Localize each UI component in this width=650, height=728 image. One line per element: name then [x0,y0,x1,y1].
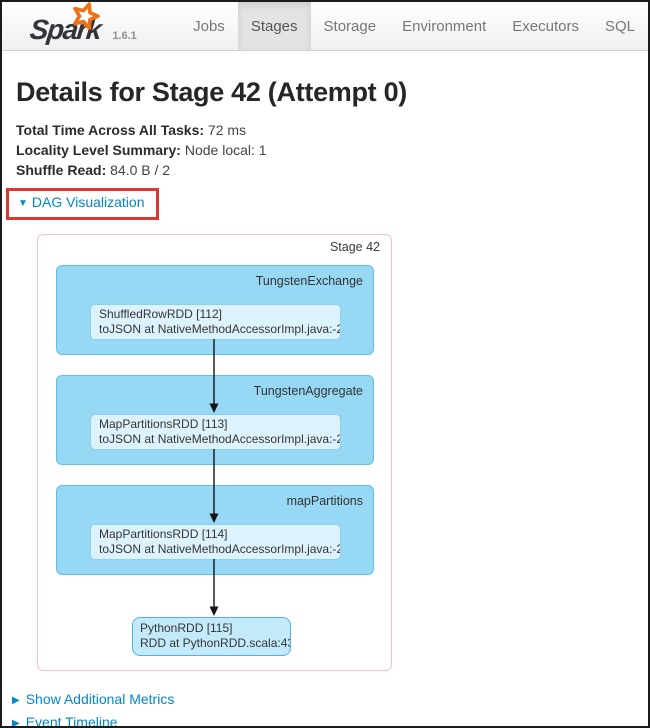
spark-version: 1.6.1 [112,30,137,42]
rdd-node-pythonrdd-115[interactable]: PythonRDD [115] RDD at PythonRDD.scala:4… [132,617,291,656]
tab-storage[interactable]: Storage [323,17,377,35]
rdd-node-mappartitionsrdd-114[interactable]: MapPartitionsRDD [114] toJSON at NativeM… [90,524,341,560]
dag-cluster-tungsten-aggregate: TungstenAggregate MapPartitionsRDD [113]… [56,375,374,465]
stage-summary: Total Time Across All Tasks: 72 ms Local… [16,120,648,180]
dag-visualization: Stage 42 TungstenExchange ShuffledRowRDD… [37,234,392,671]
caret-down-icon: ▼ [18,198,28,209]
rdd-callsite: toJSON at NativeMethodAccessorImpl.java:… [99,322,341,336]
rdd-title: PythonRDD [115] [140,621,233,635]
summary-label: Total Time Across All Tasks: [16,122,205,138]
rdd-callsite: RDD at PythonRDD.scala:43 [140,636,291,650]
page-title: Details for Stage 42 (Attempt 0) [16,77,407,107]
nav-tabs: Jobs Stages Storage Environment Executor… [180,2,648,50]
rdd-title: MapPartitionsRDD [114] [99,527,228,541]
rdd-node-shuffledrowrdd-112[interactable]: ShuffledRowRDD [112] toJSON at NativeMet… [90,304,341,340]
show-additional-metrics-link[interactable]: ▶ Show Additional Metrics [12,689,648,712]
rdd-node-mappartitionsrdd-113[interactable]: MapPartitionsRDD [113] toJSON at NativeM… [90,414,341,450]
dag-visualization-toggle[interactable]: ▼DAG Visualization [18,194,144,210]
tab-stages[interactable]: Stages [237,2,311,50]
summary-value: 84.0 B / 2 [110,162,171,178]
summary-total-time: Total Time Across All Tasks: 72 ms [16,120,648,140]
summary-label: Shuffle Read: [16,162,107,178]
tab-sql[interactable]: SQL [604,17,635,35]
dag-visualization-toggle-label: DAG Visualization [31,194,145,210]
dag-cluster-mappartitions: mapPartitions MapPartitionsRDD [114] toJ… [56,485,374,575]
show-additional-metrics-label: Show Additional Metrics [25,691,175,707]
page-content: Details for Stage 42 (Attempt 0) Total T… [2,77,648,728]
tab-executors[interactable]: Executors [512,17,579,35]
summary-value: Node local: 1 [184,142,267,158]
spark-logo[interactable]: Spark 1.6.1 [2,2,151,50]
event-timeline-link[interactable]: ▶ Event Timeline [12,712,648,728]
footer-links: ▶ Show Additional Metrics ▶ Event Timeline [12,689,648,728]
tab-jobs[interactable]: Jobs [193,17,225,35]
summary-shuffle-read: Shuffle Read: 84.0 B / 2 [16,160,648,180]
summary-locality-level: Locality Level Summary: Node local: 1 [16,140,648,160]
spark-star-icon [68,2,102,39]
caret-right-icon: ▶ [12,718,20,728]
rdd-title: ShuffledRowRDD [112] [99,307,222,321]
rdd-title: MapPartitionsRDD [113] [99,417,228,431]
summary-label: Locality Level Summary: [16,142,181,158]
event-timeline-label: Event Timeline [25,714,118,728]
cluster-label: mapPartitions [286,494,363,508]
cluster-label: TungstenAggregate [253,384,363,398]
stage-cluster-label: Stage 42 [329,240,380,254]
rdd-callsite: toJSON at NativeMethodAccessorImpl.java:… [99,432,341,446]
cluster-label: TungstenExchange [255,274,363,288]
rdd-callsite: toJSON at NativeMethodAccessorImpl.java:… [99,542,341,556]
caret-right-icon: ▶ [12,695,20,706]
tab-environment[interactable]: Environment [402,17,487,35]
annotation-highlight: ▼DAG Visualization [6,188,160,220]
top-navbar: Spark 1.6.1 Jobs Stages Storage Environm… [2,2,648,51]
summary-value: 72 ms [207,122,247,138]
dag-cluster-tungsten-exchange: TungstenExchange ShuffledRowRDD [112] to… [56,265,374,355]
